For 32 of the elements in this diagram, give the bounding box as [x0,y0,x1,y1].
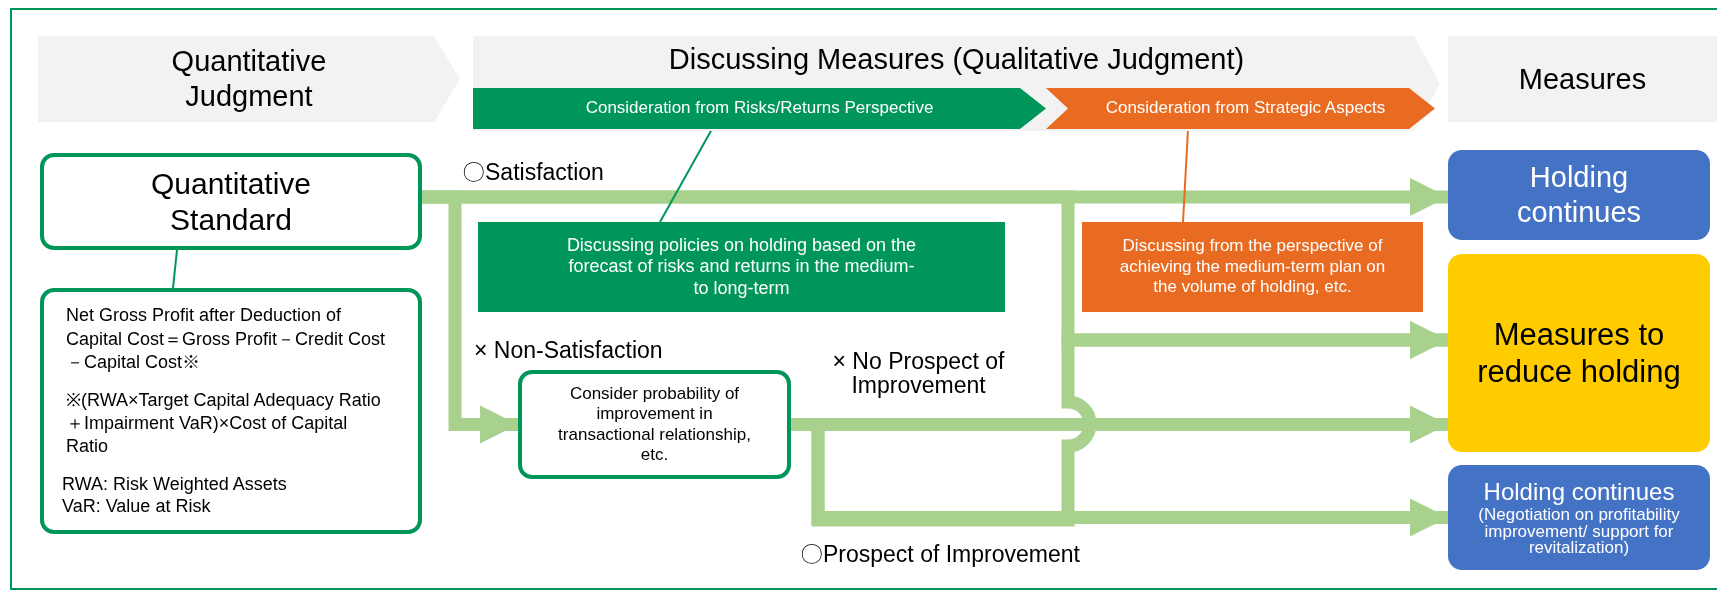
outcome-title: Holding continues [1483,478,1675,507]
header-label: Consideration from Strategic Aspects [1105,98,1386,119]
note-box [1082,222,1423,312]
outcome-note: (Negotiation on profitability improvement/ support for revitalization) [1477,506,1681,557]
edge-label: 〇Prospect of Improvement [800,542,1080,567]
stage-header [473,36,1440,131]
box-label: Measures to reduce holding [1476,315,1682,391]
note-box [478,222,1005,312]
perspective-header [1046,88,1435,129]
box-label: Discussing from the perspective of achieving the medium-term plan on the volume of holding, etc. [1118,236,1387,298]
outcome-box [1448,254,1710,452]
process-box [518,370,791,479]
abbreviation-text: RWA: Risk Weighted Assets VaR: Value at Risk [62,472,288,518]
perspective-header [473,88,1046,129]
footnote-text: ※(RWA×Target Capital Adequacy Ratio＋Impairment VaR)×Cost of Capital Ratio [66,388,382,459]
leader-line [172,249,178,289]
formula-box [40,288,422,534]
header-label: Quantitative Judgment [170,44,328,114]
leader-line [1182,128,1189,223]
box-label: Holding continues [1515,160,1643,230]
outcome-box [1448,150,1710,240]
leader-line [659,128,713,223]
formula-text: Net Gross Profit after Deduction of Capital Cost＝Gross Profit－Credit Cost－Capital Cost※ [66,304,387,375]
edge-label: 〇Satisfaction [462,160,604,185]
standard-box [40,153,422,250]
box-label: Discussing policies on holding based on the forecast of risks and returns in the medium- to long-term [565,234,918,300]
header-label: Consideration from Risks/Returns Perspective [585,98,934,119]
header-label: Measures [1518,61,1647,97]
header-label: Discussing Measures (Qualitative Judgment) [668,42,1245,77]
box-label: Consider probability of improvement in transactional relationship, etc. [557,383,752,466]
box-label: Quantitative Standard [149,165,313,238]
outcome-box [1448,465,1710,570]
